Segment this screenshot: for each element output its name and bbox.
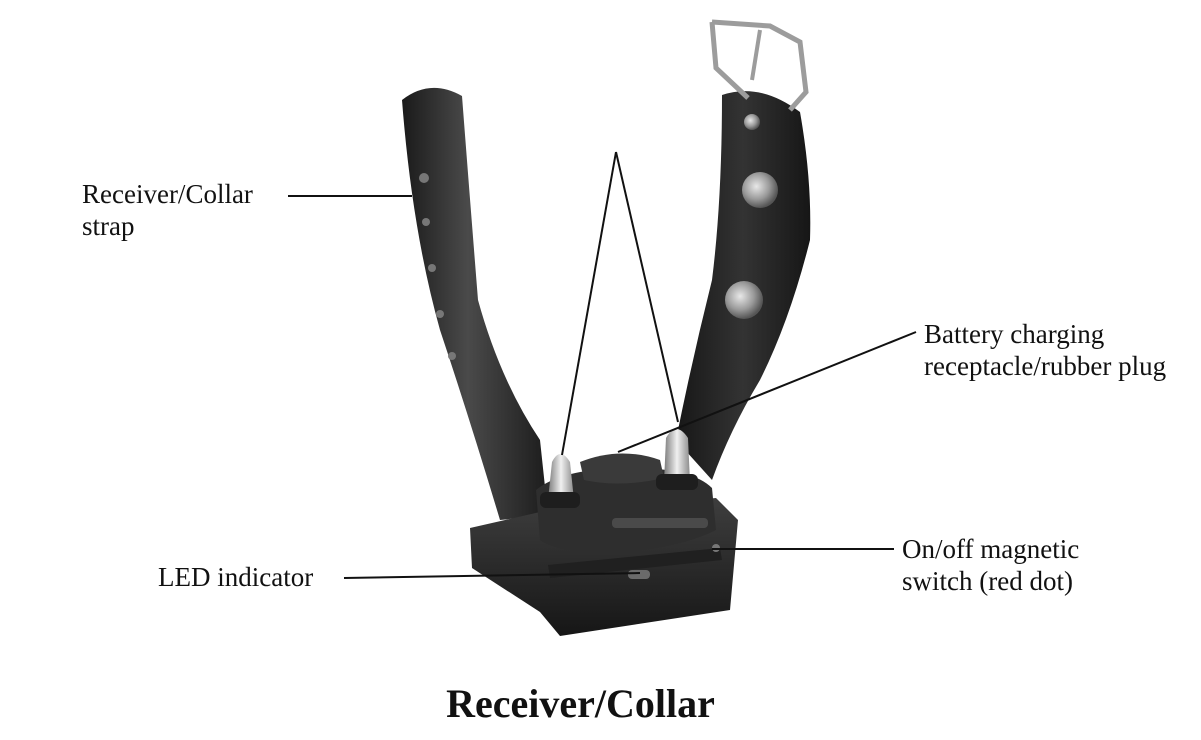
- label-led-indicator: LED indicator: [158, 561, 313, 593]
- right-strap: [676, 19, 811, 481]
- label-magnetic-switch: On/off magnetic switch (red dot): [902, 533, 1079, 597]
- left-strap: [402, 87, 548, 521]
- rivet-icon: [725, 281, 763, 319]
- label-led-indicator-line1: LED indicator: [158, 562, 314, 592]
- label-collar-strap-line1: Receiver/Collar: [82, 179, 253, 209]
- label-magnetic-switch-line2: switch (red dot): [902, 566, 1073, 596]
- contact-point-icon: [656, 429, 698, 490]
- label-battery-receptacle-line2: receptacle/rubber plug: [924, 351, 1167, 381]
- rivet-icon: [742, 172, 778, 208]
- rivet-icon: [744, 114, 760, 130]
- leader-lines: [288, 151, 917, 579]
- strap-holes: [419, 173, 456, 360]
- leader-line-led: [343, 572, 641, 579]
- label-battery-receptacle-line1: Battery charging: [924, 319, 1105, 349]
- leader-line-contact-right: [615, 151, 679, 423]
- leader-line-contact-left: [561, 151, 617, 456]
- leader-line-battery: [617, 331, 917, 453]
- label-collar-strap-line2: strap: [82, 211, 135, 241]
- contact-point-icon: [540, 454, 580, 508]
- figure-caption: Receiver/Collar: [446, 681, 715, 726]
- label-collar-strap: Receiver/Collar strap: [82, 178, 253, 242]
- receiver-housing: [470, 453, 738, 636]
- led-icon: [628, 570, 650, 579]
- buckle-icon: [709, 19, 809, 112]
- label-battery-receptacle: Battery charging receptacle/rubber plug: [924, 318, 1166, 382]
- label-magnetic-switch-line1: On/off magnetic: [902, 534, 1080, 564]
